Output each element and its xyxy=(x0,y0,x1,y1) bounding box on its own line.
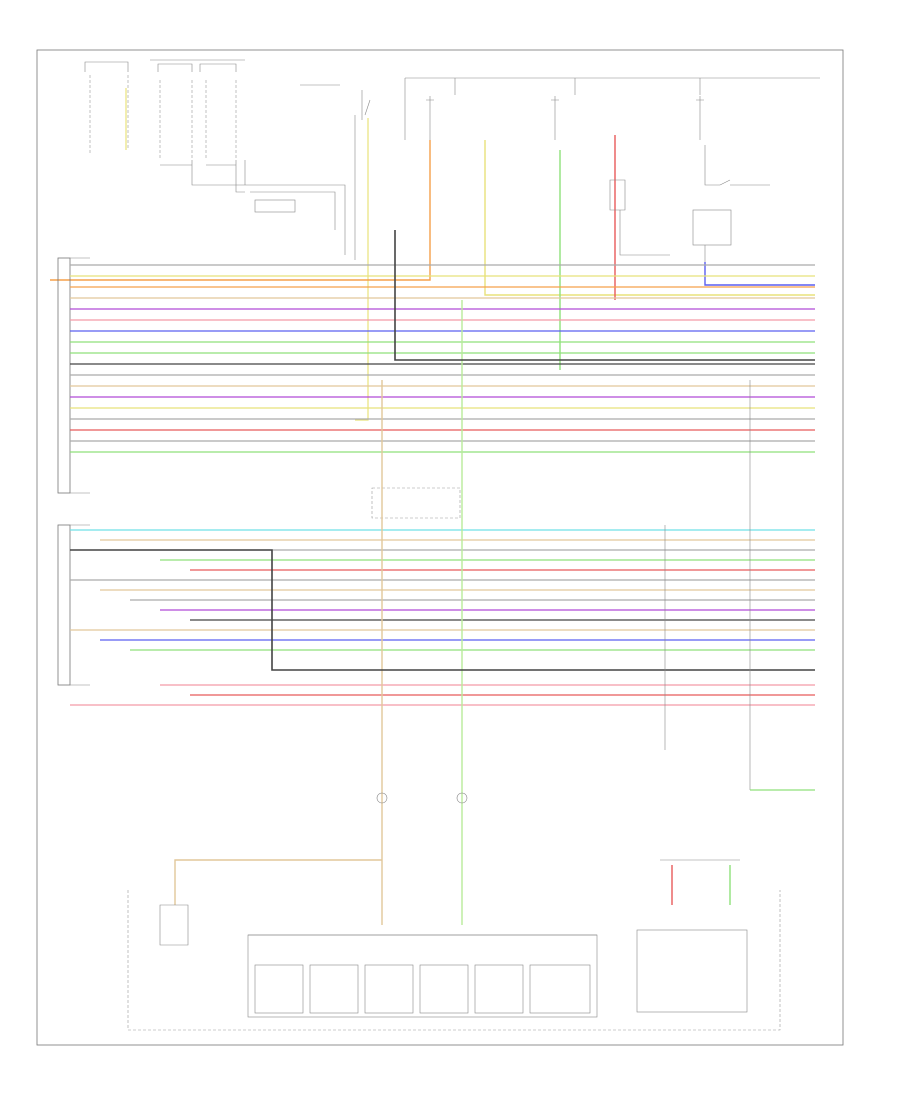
wire-tan-branch xyxy=(174,859,382,905)
switch-panel xyxy=(247,934,598,1018)
middle-connector xyxy=(371,300,463,770)
top-middle-connector xyxy=(300,84,371,421)
diagram-frame xyxy=(36,49,844,1046)
wire-yellow-mid xyxy=(355,118,369,421)
bottom-section xyxy=(127,770,781,1031)
bottom-relay-box xyxy=(636,929,748,1013)
black-wires xyxy=(70,230,815,671)
top-left-components xyxy=(84,59,346,255)
wire-orange-drop xyxy=(50,140,431,281)
wire-blue-right xyxy=(704,262,815,286)
ground-symbol-right xyxy=(456,792,468,804)
top-right-components xyxy=(50,77,820,370)
ground-symbol-left xyxy=(376,792,388,804)
wire-yellow-drop xyxy=(484,140,815,296)
upper-harness xyxy=(70,264,815,453)
lower-unit-box xyxy=(57,524,71,686)
upper-unit-box xyxy=(57,257,71,494)
left-unit-boxes xyxy=(57,257,90,686)
lower-harness xyxy=(70,529,815,706)
